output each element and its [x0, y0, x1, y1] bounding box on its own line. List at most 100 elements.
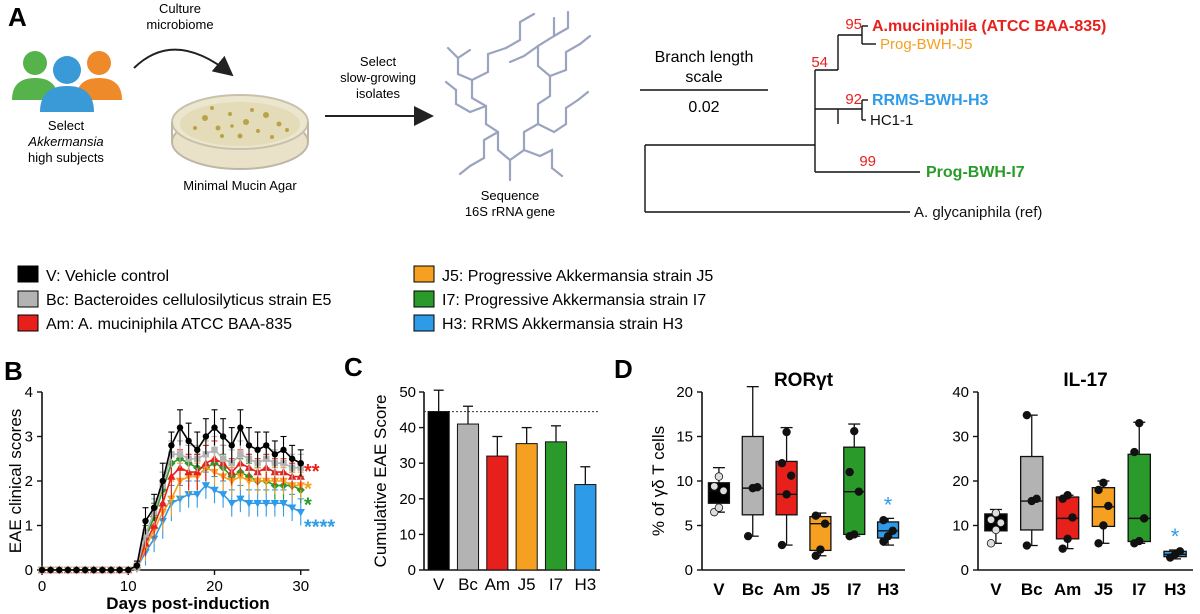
c-xtick-label-Bc: Bc [458, 575, 478, 594]
chart-d2-ytick-label: 20 [952, 473, 969, 490]
b-point-Bc [176, 451, 184, 458]
chart-d1-point-I7 [850, 530, 859, 539]
b-point-V [133, 562, 141, 569]
chart-d1-point-Bc [753, 483, 762, 492]
c-ytick-label: 30 [399, 455, 416, 472]
taxon-j5: Prog-BWH-J5 [880, 36, 973, 53]
chart-d1-point-Am [777, 459, 787, 468]
b-significance-1: * [304, 479, 312, 501]
chart-d2-point-Am [1058, 544, 1067, 553]
b-point-V [125, 566, 132, 574]
chart-d2-point-V [991, 525, 1001, 535]
chart-d1-xtick-label-I7: I7 [847, 580, 861, 599]
culture-label-2: microbiome [146, 17, 213, 32]
c-ylabel: Cumulative EAE Score [371, 395, 390, 568]
b-point-V [297, 460, 304, 467]
c-bar-J5 [515, 443, 538, 571]
b-point-V [237, 424, 244, 431]
chart-d1-point-J5 [820, 519, 830, 528]
chart-d2-xtick-label-Am: Am [1054, 580, 1081, 599]
b-point-V [219, 433, 227, 440]
chart-d2-point-H3 [1175, 547, 1185, 556]
c-ytick-label: 40 [399, 420, 416, 437]
b-point-H3 [218, 491, 228, 499]
taxon-h3: RRMS-BWH-H3 [872, 92, 989, 109]
legend-swatch-v [17, 265, 39, 283]
b-point-V [271, 451, 279, 458]
legend-text-h3: H3: RRMS Akkermansia strain H3 [442, 316, 683, 333]
chart-d2-ytick-label: 0 [961, 562, 969, 579]
c-ytick-label: 20 [399, 491, 416, 508]
chart-d2-point-I7 [1139, 514, 1149, 523]
c-ytick-label: 50 [399, 384, 416, 401]
legend-swatch-i7 [413, 290, 435, 308]
b-point-J5 [244, 477, 254, 486]
panel-label-d: D [614, 354, 633, 384]
b-point-V [56, 566, 63, 574]
b-ytick-label: 1 [25, 518, 33, 535]
b-point-V [280, 446, 287, 454]
bootstrap-54: 54 [811, 54, 828, 71]
c-xtick-label-V: V [433, 575, 445, 594]
b-ylabel: EAE clinical scores [6, 409, 25, 554]
chart-d2-point-J5 [1094, 485, 1103, 495]
b-point-V [185, 437, 192, 445]
chart-d2-point-Bc [1022, 410, 1032, 420]
chart-d1-point-Bc [743, 531, 753, 541]
chart-d1-point-H3 [879, 515, 888, 525]
panel-label-a: A [8, 2, 27, 32]
culture-label-1: Culture [159, 1, 201, 16]
b-point-V [107, 566, 115, 574]
b-point-H3 [175, 495, 185, 503]
b-point-V [288, 455, 296, 462]
scale-value: 0.02 [688, 99, 719, 116]
b-point-Am [167, 472, 176, 480]
c-xtick-label-Am: Am [485, 575, 511, 594]
b-point-J5 [167, 495, 176, 503]
chart-d1-point-J5 [816, 545, 825, 554]
legend-swatch-bc [17, 290, 39, 308]
rrna-structure-icon [444, 10, 592, 182]
c-ytick-label: 0 [408, 562, 416, 579]
b-point-H3 [296, 508, 305, 517]
chart-d1-point-V [710, 482, 719, 491]
chart-d1-xtick-label-V: V [713, 580, 725, 599]
chart-d1-xtick-label-H3: H3 [877, 580, 899, 599]
b-point-H3 [262, 500, 271, 508]
chart-d1-point-Am [782, 427, 791, 437]
chart-d2-point-V [986, 539, 996, 548]
select-label-1: Select [48, 118, 85, 133]
slow-label-2: slow-growing [340, 70, 416, 85]
chart-d1-point-V [714, 472, 724, 481]
b-point-H3 [210, 486, 219, 495]
legend-text-i7: I7: Progressive Akkermansia strain I7 [442, 292, 706, 309]
b-point-V [211, 424, 218, 431]
b-point-V [159, 477, 166, 485]
chart-d2-point-Bc [1032, 494, 1041, 503]
slow-label-3: isolates [356, 86, 401, 101]
b-point-H3 [287, 504, 297, 512]
chart-d2-xtick-label-H3: H3 [1164, 580, 1186, 599]
chart-d1-point-I7 [845, 467, 854, 477]
b-point-V [81, 566, 89, 574]
b-point-J5 [236, 473, 245, 481]
chart-d2-point-V [996, 518, 1006, 528]
b-significance-3: **** [304, 517, 335, 539]
chart-d1-point-I7 [850, 426, 859, 436]
b-point-H3 [270, 500, 280, 508]
chart-d1-point-V [714, 503, 724, 512]
legend-text-v: V: Vehicle control [46, 268, 169, 285]
b-xtick-label: 20 [206, 578, 223, 595]
b-point-Bc [211, 446, 218, 454]
chart-d1-ytick-label: 20 [676, 384, 693, 401]
bootstrap-99: 99 [859, 153, 876, 170]
chart-d1-ytick-label: 10 [676, 473, 693, 490]
chart-d2-xtick-label-I7: I7 [1132, 580, 1146, 599]
sequence-label-2: 16S rRNA gene [465, 204, 555, 219]
c-bar-H3 [574, 484, 597, 571]
chart-d2-box-I7 [1127, 453, 1152, 543]
chart-d1-ytick-label: 15 [676, 429, 693, 446]
b-xlabel: Days post-induction [106, 594, 269, 613]
